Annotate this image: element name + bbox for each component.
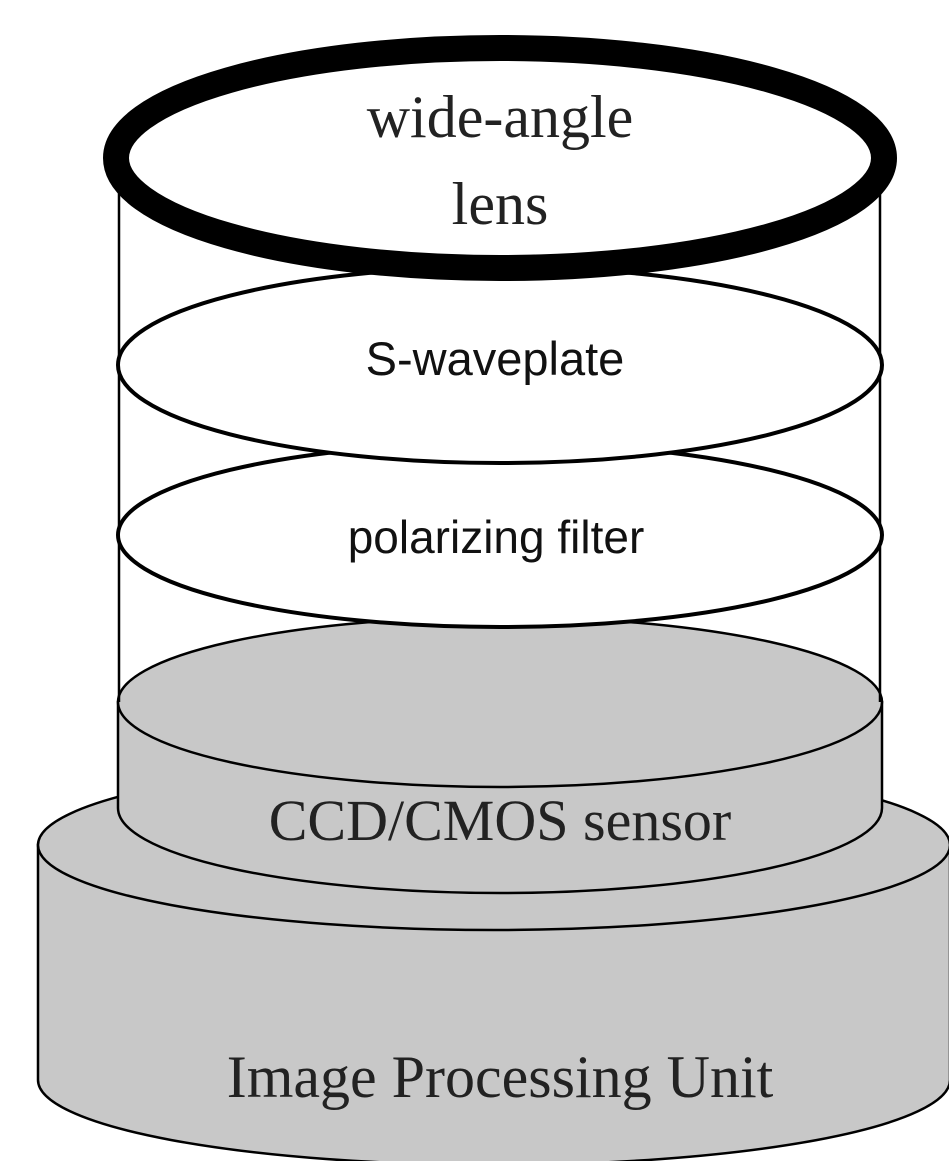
ccd-cmos-sensor: CCD/CMOS sensor (116, 615, 884, 895)
processing-unit-body (36, 843, 949, 1161)
s-waveplate-label: S-waveplate (366, 332, 625, 385)
polarizing-filter-label: polarizing filter (348, 511, 645, 563)
sensor-top (116, 615, 884, 789)
lens-ring (103, 35, 897, 281)
s-waveplate: S-waveplate (116, 265, 884, 465)
wide-angle-lens: wide-angle lens (103, 35, 897, 281)
sensor-label: CCD/CMOS sensor (269, 788, 731, 853)
lens-label-line1: wide-angle (367, 84, 634, 150)
processing-unit-label: Image Processing Unit (227, 1044, 774, 1110)
polarizing-filter: polarizing filter (116, 441, 884, 629)
lens-label-line2: lens (452, 171, 549, 237)
